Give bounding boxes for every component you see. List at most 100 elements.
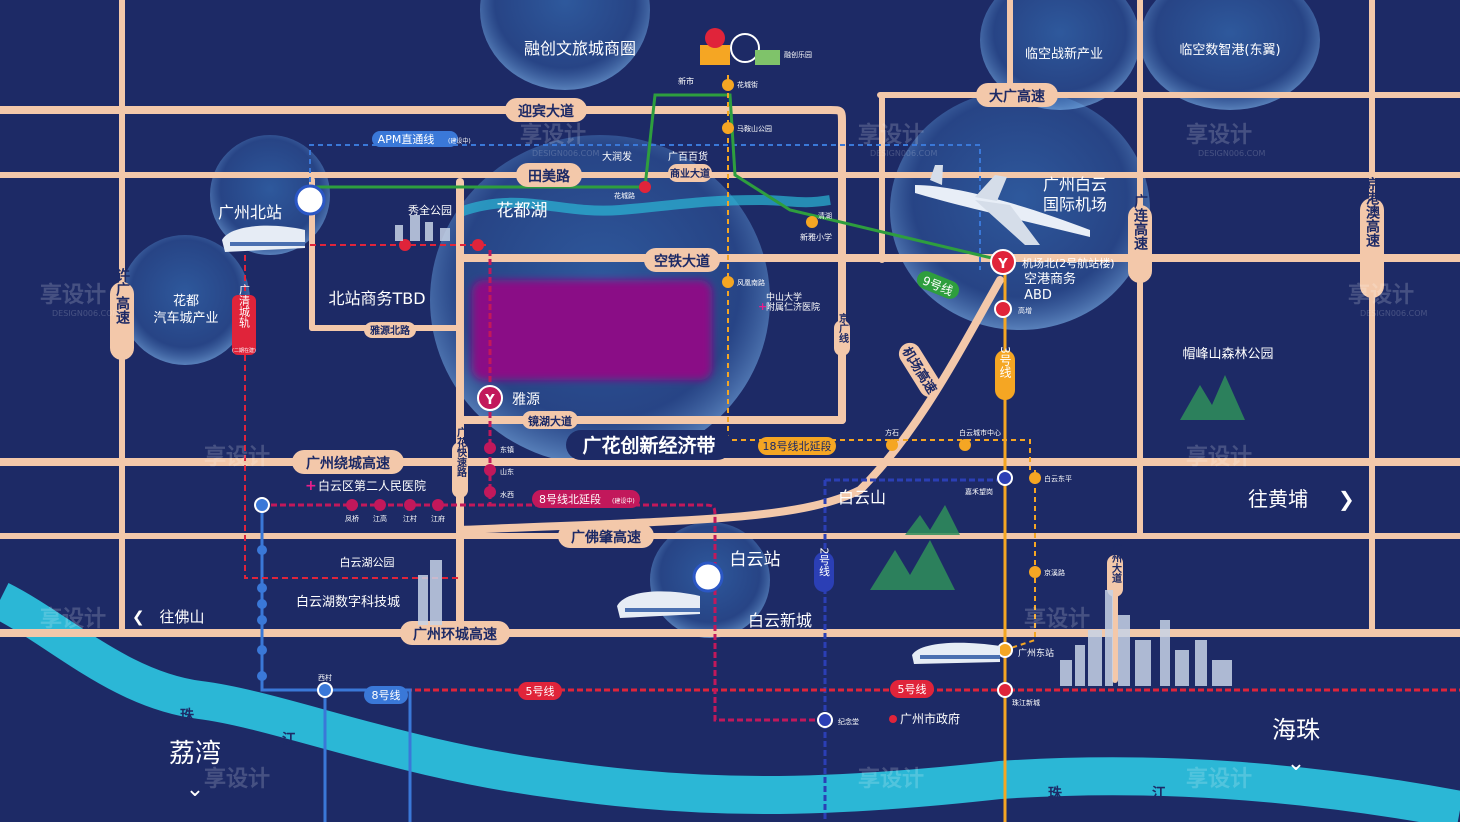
river-label-jiang-2: 江 xyxy=(1152,785,1166,802)
watermark-text-4: 享设计 xyxy=(40,282,106,308)
guangqing-label: 广清城轨 xyxy=(238,284,251,329)
transfer-icon xyxy=(997,470,1013,486)
area-xiuquan: 秀全公园 xyxy=(408,203,452,217)
metro-y-icon xyxy=(257,545,267,555)
area-airport-line2: 国际机场 xyxy=(1043,195,1107,214)
watermark-text-9: 享设计 xyxy=(40,606,106,632)
road-guanghuakuai: 广花快速路 xyxy=(455,426,468,478)
watermark-text-7: 享设计 xyxy=(1186,444,1252,470)
metro-y-icon xyxy=(722,276,734,288)
metro-y-icon xyxy=(806,216,818,228)
hospital-cross-icon: + xyxy=(305,478,317,494)
metro-y-icon: Y xyxy=(484,393,495,408)
station-labels: 广州北站 白云站 雅源 机场北(2号航站楼) 高增 广州东站 花城路 花城街 马… xyxy=(218,76,1115,726)
station-fangshi: 方石 xyxy=(885,428,899,437)
metro-y-icon xyxy=(722,79,734,91)
area-baiyunlake-park: 白云湖公园 xyxy=(340,555,395,569)
road-yayuanbei: 雅源北路 xyxy=(370,324,411,337)
area-linkong-digital: 临空数智港(东翼) xyxy=(1179,43,1280,58)
watermarks: 享设计 DESIGN006.COM 享设计 DESIGN006.COM 享设计 … xyxy=(40,122,1428,792)
airplane-icon xyxy=(915,165,1090,245)
station-guangzhou-north: 广州北站 xyxy=(218,203,282,222)
line8 xyxy=(260,505,412,822)
road-xuguang: 许广高速 xyxy=(114,267,130,325)
metro-y-icon xyxy=(484,464,496,476)
line3-label: 3号线 xyxy=(998,346,1012,378)
line18 xyxy=(727,75,1031,470)
rail-station-icon xyxy=(692,561,724,593)
metro-lines xyxy=(244,75,1460,822)
transfer-icon xyxy=(994,300,1012,318)
transfer-icon xyxy=(254,497,270,513)
station-huacheng: 花城路 xyxy=(614,191,635,200)
transfer-icon xyxy=(997,682,1013,698)
station-jiangfu: 江府 xyxy=(431,514,445,523)
area-zhongshan-1: 中山大学 xyxy=(766,291,802,303)
road-jinggangao: 京港澳高速 xyxy=(1364,176,1380,248)
area-maofengshan: 帽峰山森林公园 xyxy=(1182,346,1273,362)
arrow-right-icon: ❯ xyxy=(1338,487,1355,511)
area-to-foshan: 往佛山 xyxy=(159,608,204,626)
metro-y-icon xyxy=(257,645,267,655)
station-xinhua: 新雅小学 xyxy=(800,232,832,242)
line8-ext-label: 8号线北延段 xyxy=(539,492,601,506)
metro-y-icon xyxy=(886,439,898,451)
station-jianghao: 江高 xyxy=(373,514,387,523)
watermark-text-5: 享设计 xyxy=(1348,282,1414,308)
road-labels: 迎宾大道 田美路 空铁大道 镜湖大道 广花创新经济带 广州绕城高速 广佛肇高速 … xyxy=(110,83,1384,645)
area-huaduhu: 花都湖 xyxy=(497,201,548,221)
huadu-lake xyxy=(458,194,831,217)
area-city-hall: 广州市政府 xyxy=(900,711,960,726)
project-parcel xyxy=(472,280,712,380)
line-labels: APM直通线 (建设中) 9号线 3号线 2号线 5号线 5号线 8号线 8号线… xyxy=(232,131,1015,704)
station-jinian: 纪念堂 xyxy=(838,717,859,726)
station-fengshantang: 凤桥 xyxy=(345,514,359,523)
metro-y-icon xyxy=(1029,472,1041,484)
station-baiyundongping: 白云东平 xyxy=(1044,474,1072,483)
metro-y-icon xyxy=(722,122,734,134)
road-kongtie: 空铁大道 xyxy=(654,253,710,270)
area-liwan: 荔湾 xyxy=(169,739,221,769)
river-label-zhu-2: 珠 xyxy=(1048,785,1063,802)
station-dongzhen: 东镇 xyxy=(500,445,514,454)
area-huadu-auto-1: 花都 xyxy=(173,293,199,309)
watermark-sub: DESIGN006.COM xyxy=(532,149,600,158)
watermark-text-6: 享设计 xyxy=(204,444,270,470)
transfer-icon xyxy=(817,712,833,728)
metro-y-icon xyxy=(346,499,358,511)
watermark-sub-3: DESIGN006.COM xyxy=(1198,149,1266,158)
station-maanshan: 马鞍山公园 xyxy=(737,124,772,133)
area-baiyunlake-tech: 白云湖数字科技城 xyxy=(296,594,400,610)
station-xicun: 西村 xyxy=(318,673,332,682)
road-tianmei: 田美路 xyxy=(528,168,571,185)
road-guanglian: 广连高速 xyxy=(1132,193,1148,251)
watermark-text-10: 享设计 xyxy=(204,766,270,792)
rail-station-icon xyxy=(294,184,326,216)
road-huancheng: 广州环城高速 xyxy=(413,626,497,643)
metro-y-icon xyxy=(257,599,267,609)
metro-y-icon xyxy=(990,249,1016,275)
river-label-zhu: 珠 xyxy=(180,707,195,724)
watermark-text-11: 享设计 xyxy=(858,766,924,792)
city-hall-marker-icon xyxy=(889,715,897,723)
area-konggang-2: ABD xyxy=(1024,288,1052,303)
station-airport-north: 机场北(2号航站楼) xyxy=(1022,256,1115,270)
watermark-text: 享设计 xyxy=(520,122,586,148)
transfer-icon xyxy=(997,642,1013,658)
metro-y-icon xyxy=(257,615,267,625)
area-hospital2: 白云区第二人民医院 xyxy=(318,478,426,493)
road-yingbin: 迎宾大道 xyxy=(518,103,574,120)
line18-label: 18号线北延段 xyxy=(763,439,832,453)
watermark-sub-5: DESIGN006.COM xyxy=(1360,309,1428,318)
line8-ext-note: (建设中) xyxy=(612,497,635,505)
metro-y-icon xyxy=(404,499,416,511)
station-qinghu: 清湖 xyxy=(818,211,832,220)
metro-y-icon xyxy=(959,439,971,451)
area-zhongshan-2: 附属仁济医院 xyxy=(766,301,820,313)
watermark-sub-2: DESIGN006.COM xyxy=(870,149,938,158)
watermark-text-3: 享设计 xyxy=(1186,122,1252,148)
area-haizhu: 海珠 xyxy=(1272,716,1320,744)
hospital-cross-icon: + xyxy=(758,300,767,313)
road-jinghu: 镜湖大道 xyxy=(528,414,572,428)
line-apm-note: (建设中) xyxy=(448,137,471,145)
